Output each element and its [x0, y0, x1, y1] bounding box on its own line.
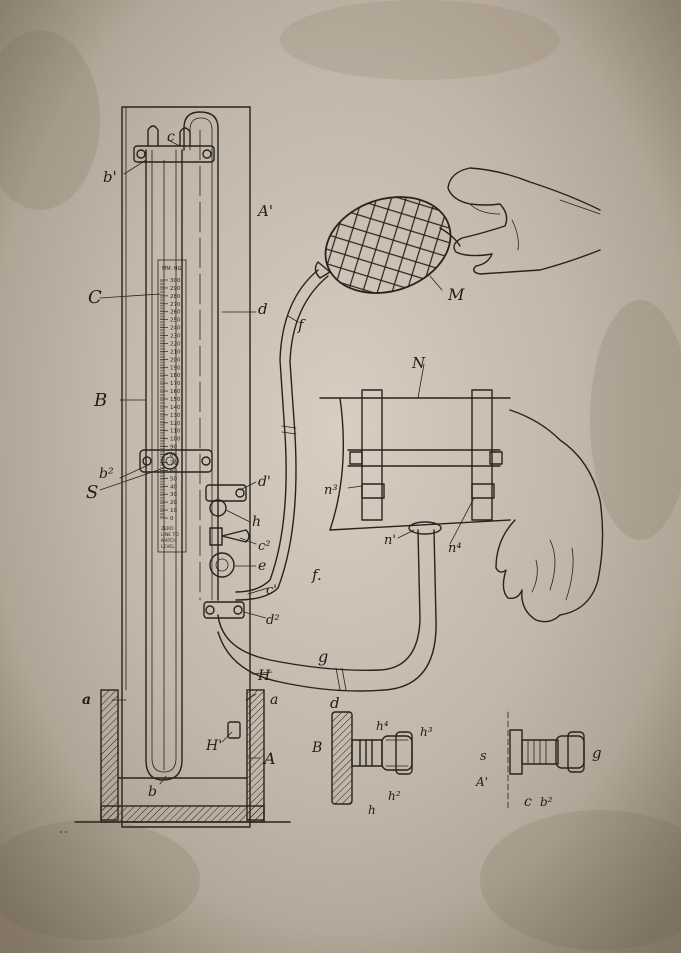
mercury-reservoir-base [59, 689, 291, 833]
detail1-label-d: d [330, 694, 340, 712]
scale-tick-label: 0 [170, 516, 174, 522]
scale-tick-label: 110 [170, 429, 181, 435]
scale-tick-label: 130 [170, 413, 181, 419]
scale-tick-label: 290 [170, 286, 181, 292]
label-a-upper: A [262, 749, 276, 768]
label-h: h [252, 514, 261, 530]
scale-tick-label: 20 [170, 500, 177, 506]
scale-tick-label: 140 [170, 405, 181, 411]
label-n-prime: n' [384, 533, 396, 548]
scale-tick-label: 160 [170, 389, 181, 395]
label-b-lower: b [148, 784, 157, 800]
scale-tick-label: 230 [170, 334, 181, 340]
scale-tick-label: 250 [170, 318, 181, 324]
mercury-column-tube [145, 111, 219, 781]
label-g: g [318, 647, 328, 666]
label-c-upper: C [88, 287, 102, 308]
scale-tick-label: 190 [170, 365, 181, 371]
label-b-prime: b' [103, 168, 117, 186]
label-f-lower: f. [311, 566, 322, 584]
scale-tick-label: 210 [170, 349, 181, 355]
label-n-four: n⁴ [448, 541, 462, 556]
label-d-squared: d² [266, 613, 280, 628]
label-h-upper: H [257, 668, 271, 684]
scale-zero-note: ZERO [161, 526, 174, 532]
label-n-cubed: n³ [324, 483, 338, 498]
scale-tick-label: 10 [170, 508, 177, 514]
scale-tick-label: 270 [170, 302, 181, 308]
detail1-label-h: h [368, 803, 376, 817]
valve-assembly [203, 484, 250, 739]
hand-lower [495, 409, 604, 623]
scale-tick-label: 170 [170, 381, 181, 387]
scale-tick-label: 100 [170, 437, 181, 443]
detail2-label-a-prime: A' [475, 775, 488, 789]
label-f: f [297, 316, 306, 334]
label-m: M [447, 285, 465, 304]
label-b-upper: B [93, 390, 107, 411]
scale-tick-label: 180 [170, 373, 181, 379]
detail2-label-c: c [524, 794, 532, 810]
scale-tick-label: 40 [170, 484, 177, 490]
scale-zero-note: MATCH [161, 538, 177, 544]
scale-tick-label: 280 [170, 294, 181, 300]
label-d-prime: d' [258, 474, 271, 490]
scale-tick-label: 300 [170, 278, 181, 284]
label-e: e [258, 558, 266, 574]
scale-tick-label: 120 [170, 421, 181, 427]
label-n: N [411, 354, 426, 372]
scale-tick-label: 200 [170, 357, 181, 363]
label-a-prime: A' [256, 202, 273, 220]
scale-tick-label: 50 [170, 476, 177, 482]
scale-tick-label: 30 [170, 492, 177, 498]
detail2-label-g: g [592, 744, 602, 762]
scale-zero-note: LINE TO [161, 532, 179, 538]
scale-tick-label: 240 [170, 326, 181, 332]
tube-g [217, 529, 437, 692]
detail2-label-b2: b² [540, 795, 553, 809]
arm-cuff [319, 389, 511, 535]
detail1-label-h4: h⁴ [376, 719, 389, 733]
scale-tick-label: 150 [170, 397, 181, 403]
scale-unit: MM. HG [162, 266, 182, 272]
detail2-label-s: s [480, 749, 487, 764]
hand-upper [447, 167, 601, 275]
label-b-squared: b² [99, 466, 114, 482]
label-d: d [258, 300, 268, 318]
inflation-bulb [314, 196, 461, 294]
scale-tick-label: 220 [170, 341, 181, 347]
detail1-label-b: B [311, 740, 322, 756]
label-a-right: a [270, 692, 278, 708]
detail1-label-h2: h² [388, 789, 401, 803]
label-a-left: a [82, 692, 91, 708]
detail1-label-h3: h³ [420, 725, 433, 739]
label-s: S [86, 482, 98, 503]
label-c-prime: c' [266, 583, 277, 598]
scale-zero-note: LEVEL [161, 544, 175, 550]
scale-tick-label: 260 [170, 310, 181, 316]
label-h-upper-prime: H' [205, 738, 222, 754]
label-c-squared: c² [258, 539, 271, 554]
label-c: c [167, 129, 175, 145]
